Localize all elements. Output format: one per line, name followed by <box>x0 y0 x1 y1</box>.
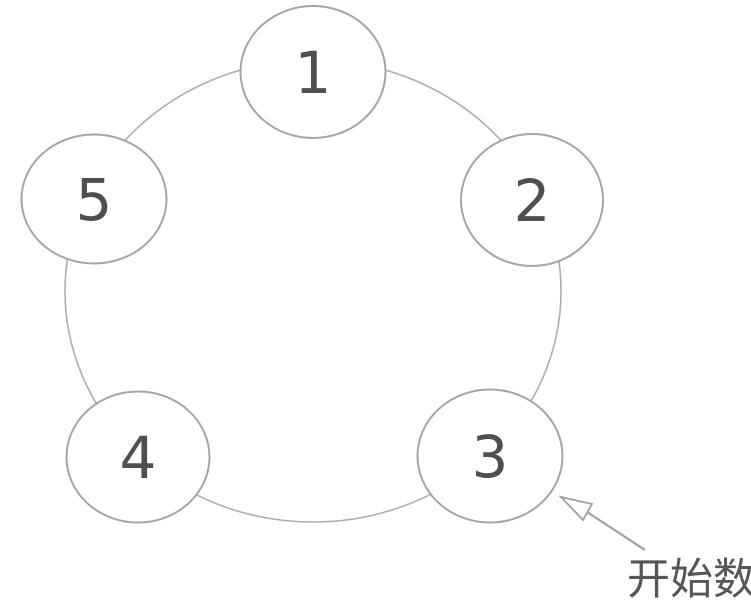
node-label-3: 3 <box>472 423 509 491</box>
node-label-1: 1 <box>295 39 332 107</box>
start-arrow <box>558 495 646 551</box>
node-label-2: 2 <box>514 167 551 235</box>
node-label-5: 5 <box>76 166 113 234</box>
arrowhead-icon <box>558 495 594 522</box>
node-circle-4 <box>65 390 211 524</box>
node-circle-1 <box>239 5 387 139</box>
arrow-shaft <box>586 511 646 551</box>
node-circle-3 <box>416 388 564 524</box>
annotation-start-counting: 开始数 <box>627 556 751 603</box>
node-label-4: 4 <box>120 424 157 492</box>
node-circle-5 <box>20 133 168 265</box>
node-circle-2 <box>460 133 604 267</box>
